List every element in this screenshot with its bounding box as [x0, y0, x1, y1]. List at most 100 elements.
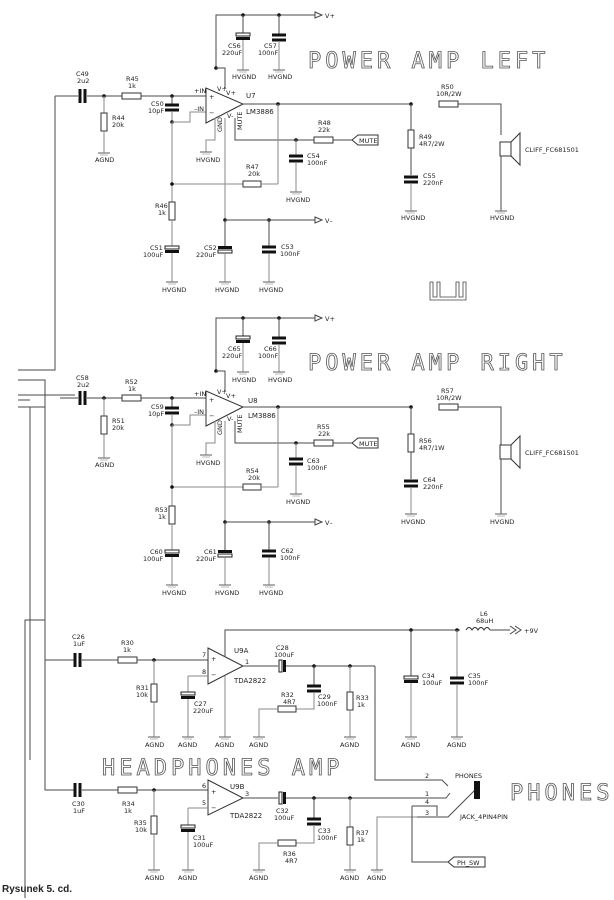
component-label: 1uF: [73, 640, 85, 648]
component-label: 220nF: [423, 179, 444, 187]
component-label: HVGND: [490, 214, 514, 222]
component-label: V–: [325, 519, 333, 527]
component-label: 1k: [357, 836, 365, 844]
component-label: HVGND: [215, 589, 239, 597]
component-label: TDA2822: [229, 812, 262, 820]
component-label: C28: [276, 644, 289, 652]
component-label: −: [209, 412, 214, 420]
component-label: AGND: [95, 461, 114, 469]
component-label: GND: [216, 117, 224, 132]
speaker-left: CLIFF_FC681501: [525, 146, 579, 154]
component-label: C65: [228, 345, 241, 353]
component-label: +: [211, 655, 216, 663]
component-label: R48: [318, 119, 331, 127]
component-label: C49: [76, 70, 89, 78]
component-label: R36: [283, 850, 296, 858]
component-label: 1: [425, 790, 429, 798]
component-label: 4R7: [285, 857, 298, 865]
component-label: 2u2: [77, 77, 89, 85]
component-label: 100nF: [307, 464, 328, 472]
component-label: 1uF: [73, 807, 85, 815]
component-label: 6: [202, 782, 206, 790]
component-label: −: [211, 804, 216, 812]
component-label: 100nF: [258, 352, 279, 360]
component-label: 10pF: [148, 107, 164, 115]
component-label: HVGND: [196, 459, 220, 467]
net-vplus: V+: [325, 12, 335, 20]
component-label: R56: [419, 437, 432, 445]
component-label: HVGND: [268, 73, 292, 81]
component-label: 100nF: [468, 679, 489, 687]
component-label: AGND: [340, 874, 359, 882]
component-label: C27: [194, 700, 207, 708]
component-label: C53: [281, 243, 294, 251]
component-label: 100uF: [143, 251, 164, 259]
component-label: HVGND: [259, 589, 283, 597]
component-label: 100nF: [280, 554, 301, 562]
component-label: AGND: [401, 741, 420, 749]
component-label: C29: [318, 693, 331, 701]
component-label: AGND: [447, 741, 466, 749]
component-label: –IN: [194, 105, 204, 113]
component-label: R44: [112, 114, 125, 122]
component-label: HVGND: [268, 376, 292, 384]
component-label: C33: [318, 827, 331, 835]
component-label: R51: [112, 417, 125, 425]
component-label: LM3886: [248, 412, 276, 420]
component-label: R52: [125, 378, 138, 386]
component-label: PHONES: [455, 772, 482, 780]
component-label: HVGND: [286, 498, 310, 506]
net-vminus: V–: [325, 217, 333, 225]
component-label: AGND: [340, 741, 359, 749]
component-label: 2: [425, 772, 429, 780]
component-label: 1k: [128, 82, 136, 90]
component-label: C52: [204, 244, 217, 252]
component-label: C35: [468, 672, 481, 680]
component-label: R55: [317, 423, 330, 431]
component-label: +: [209, 396, 214, 404]
component-label: 3: [425, 809, 429, 817]
component-label: 1k: [357, 701, 365, 709]
component-label: −: [209, 109, 214, 117]
net-plus9v: +9V: [524, 627, 539, 635]
component-label: 100uF: [422, 679, 443, 687]
section-title-right: POWER AMP RIGHT: [308, 351, 567, 376]
component-label: 1k: [158, 513, 166, 521]
component-label: 100nF: [307, 159, 328, 167]
component-label: 10R/2W: [436, 394, 462, 402]
component-label: 4R7/1W: [419, 444, 445, 452]
component-label: V+: [217, 388, 227, 396]
component-label: +: [211, 788, 216, 796]
component-label: AGND: [178, 874, 197, 882]
component-label: 2u2: [77, 381, 89, 389]
component-label: 220nF: [423, 483, 444, 491]
component-label: 10pF: [148, 410, 164, 418]
component-label: 100uF: [274, 814, 295, 822]
component-label: U9B: [230, 783, 245, 791]
component-label: 1k: [128, 385, 136, 393]
component-label: HVGND: [401, 214, 425, 222]
component-label: C56: [228, 42, 241, 50]
component-label: U8: [248, 397, 258, 405]
component-label: 5: [202, 799, 206, 807]
component-label: C50: [151, 100, 164, 108]
component-label: C57: [264, 42, 277, 50]
component-label: 220uF: [193, 707, 214, 715]
component-label: R45: [126, 75, 139, 83]
component-label: V-: [227, 112, 234, 120]
component-label: 7: [202, 651, 206, 659]
mute-label-right: MUTE: [359, 440, 377, 448]
component-label: L6: [480, 610, 488, 618]
component-label: HVGND: [401, 518, 425, 526]
component-label: 20k: [112, 121, 124, 129]
component-label: C26: [72, 633, 85, 641]
component-label: 100uF: [143, 555, 164, 563]
component-label: HVGND: [259, 286, 283, 294]
input-bus: [18, 96, 75, 898]
component-label: 1k: [158, 209, 166, 217]
component-label: –IN: [194, 408, 204, 416]
component-label: V+: [325, 315, 335, 323]
speaker-right: CLIFF_FC681501: [525, 449, 579, 457]
